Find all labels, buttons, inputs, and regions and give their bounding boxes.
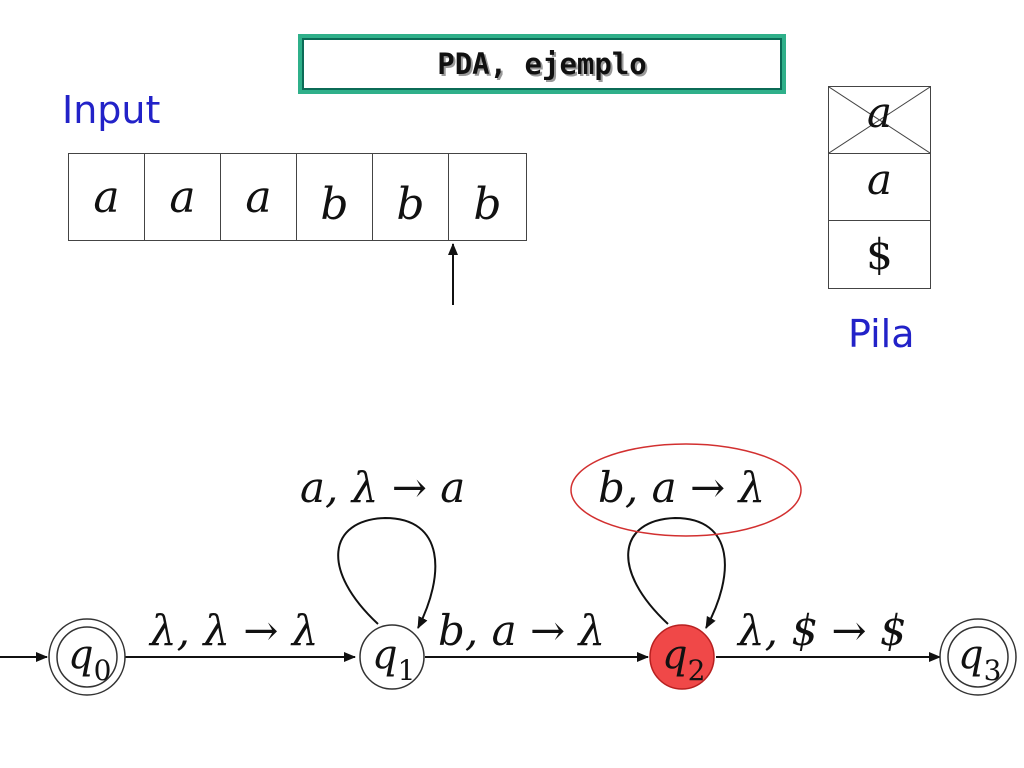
tape-cell: b	[297, 154, 373, 240]
state-q0: q0	[48, 618, 126, 696]
tape-cell: b	[473, 178, 502, 230]
state-q2-label: q2	[662, 632, 705, 687]
stack-cell-bottom: $	[829, 221, 930, 288]
tape-cell: a	[221, 154, 297, 240]
state-q2: q2	[649, 624, 715, 690]
label-q1-q2: b, a → λ	[438, 606, 605, 655]
state-q0-label: q0	[68, 632, 111, 687]
state-q3: q3	[939, 618, 1017, 696]
stack-label: Pila	[848, 312, 915, 356]
state-q3-label: q3	[958, 632, 1001, 687]
label-q1-loop: a, λ → a	[300, 463, 465, 512]
label-q2-loop: b, a → λ	[598, 463, 765, 512]
stack-symbol: a	[866, 87, 893, 137]
label-q2-q3: λ, $ → $	[736, 606, 907, 655]
tape-cell: a	[145, 154, 221, 240]
stack-symbol: a	[866, 154, 893, 204]
tape-cell: b	[373, 154, 449, 240]
stack: a a $	[828, 86, 931, 289]
loop-q1	[337, 516, 437, 629]
input-label: Input	[62, 88, 161, 132]
state-q1-label: q1	[372, 632, 415, 687]
title-box: PDA, ejemplo	[298, 34, 786, 94]
stack-cell: a	[829, 154, 930, 221]
label-q0-q1: λ, λ → λ	[148, 606, 318, 655]
page-title: PDA, ejemplo	[437, 47, 647, 81]
stack-symbol: $	[866, 230, 893, 279]
stack-cell-popped: a	[829, 87, 930, 154]
input-tape: a a a b b b	[68, 153, 527, 241]
state-q1: q1	[359, 624, 425, 690]
cross-icon	[829, 87, 930, 153]
highlight-ellipse	[570, 443, 802, 537]
loop-q2	[627, 516, 726, 629]
tape-cell: a	[69, 154, 145, 240]
